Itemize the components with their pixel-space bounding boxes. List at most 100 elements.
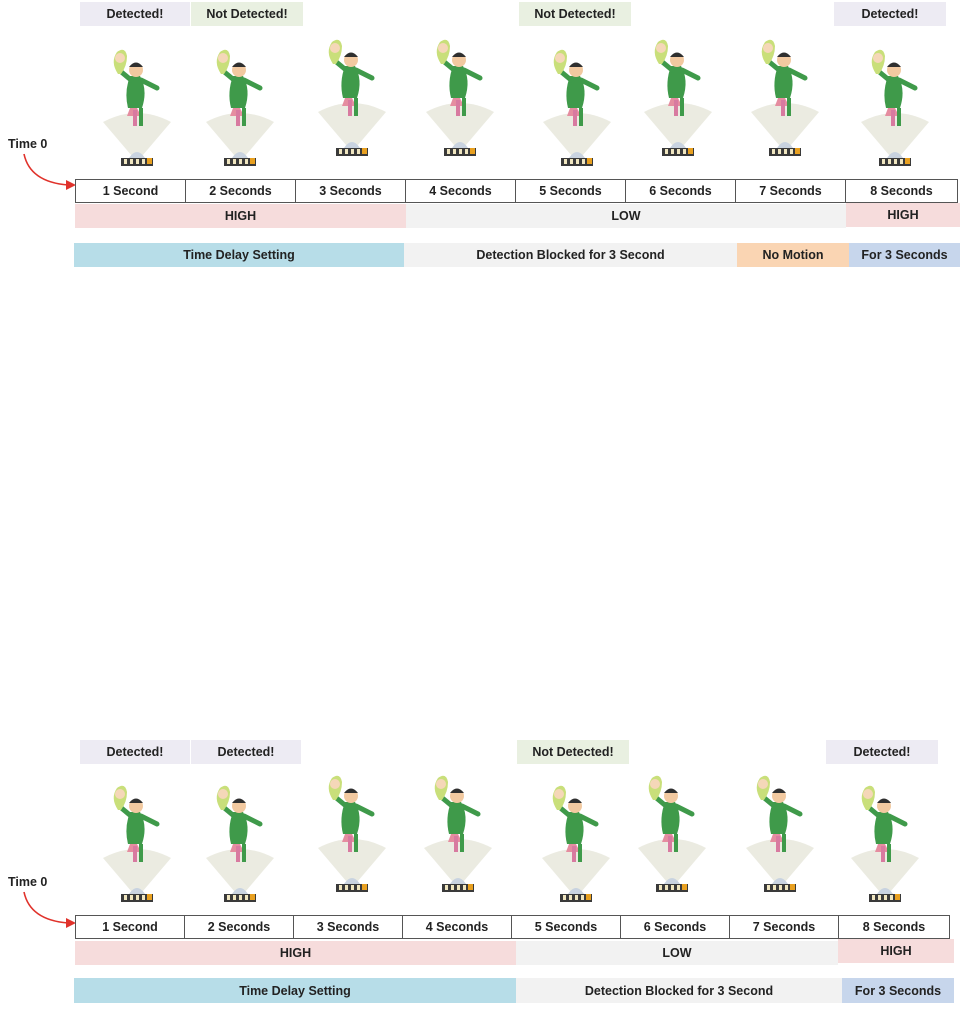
sensor-cone-icon <box>543 113 611 162</box>
sensor-cone-icon <box>746 839 814 888</box>
time-cell: 1 Second <box>75 179 186 203</box>
dancing-couple-icon <box>200 40 280 175</box>
signal-high: HIGH <box>75 204 406 228</box>
dancing-couple-icon <box>537 40 617 175</box>
sensor-cone-icon <box>206 113 274 162</box>
not-detected-label: Not Detected! <box>191 2 303 26</box>
dancing-couple-icon <box>418 766 498 901</box>
detected-label: Detected! <box>80 2 190 26</box>
detected-label: Detected! <box>80 740 190 764</box>
dancer-figures <box>113 785 160 862</box>
signal-high: HIGH <box>846 203 960 227</box>
pir-sensor-icon <box>869 888 901 902</box>
dancer-figures <box>216 49 263 126</box>
phase-time-delay-setting: Time Delay Setting <box>74 978 516 1003</box>
pir-sensor-icon <box>224 888 256 902</box>
dancer-figures <box>328 39 375 116</box>
dancer-figures <box>328 775 375 852</box>
detected-label: Detected! <box>826 740 938 764</box>
sensor-cone-icon <box>424 839 492 888</box>
sensor-cone-icon <box>542 849 610 898</box>
not-detected-label: Not Detected! <box>519 2 631 26</box>
sensor-cone-icon <box>318 103 386 152</box>
sensor-cone-icon <box>751 103 819 152</box>
phase-for-3-seconds: For 3 Seconds <box>849 243 960 267</box>
time-cell: 1 Second <box>75 915 185 939</box>
sensor-cone-icon <box>638 839 706 888</box>
timing-diagram-bottom: Detected! Detected! Not Detected! Detect… <box>0 736 961 1016</box>
dancing-couple-icon <box>845 776 925 911</box>
phase-time-delay-setting: Time Delay Setting <box>74 243 404 267</box>
dancer-figures <box>552 785 599 862</box>
time-zero-label: Time 0 <box>8 137 48 151</box>
pir-sensor-icon <box>656 878 688 892</box>
sensor-cone-icon <box>206 849 274 898</box>
pir-sensor-icon <box>224 152 256 166</box>
dancing-couple-icon <box>97 776 177 911</box>
time-cell: 8 Seconds <box>839 915 950 939</box>
time-cell: 7 Seconds <box>736 179 846 203</box>
dancer-figures <box>861 785 908 862</box>
time-cell: 2 Seconds <box>185 915 294 939</box>
sensor-cone-icon <box>103 113 171 162</box>
dancer-figures <box>216 785 263 862</box>
dancing-couple-icon <box>740 766 820 901</box>
dancing-couple-icon <box>638 30 718 165</box>
detected-label: Detected! <box>834 2 946 26</box>
time-cell: 3 Seconds <box>296 179 406 203</box>
time-zero-label: Time 0 <box>8 875 48 889</box>
time-cell: 7 Seconds <box>730 915 839 939</box>
pir-sensor-icon <box>444 142 476 156</box>
pir-sensor-icon <box>769 142 801 156</box>
dancing-couple-icon <box>312 30 392 165</box>
dancer-figures <box>648 775 695 852</box>
dancing-couple-icon <box>97 40 177 175</box>
pir-sensor-icon <box>764 878 796 892</box>
time-cell: 6 Seconds <box>621 915 730 939</box>
pir-sensor-icon <box>560 888 592 902</box>
red-arrow-icon <box>23 891 76 928</box>
dancing-couple-icon <box>745 30 825 165</box>
phase-detection-blocked: Detection Blocked for 3 Second <box>516 978 842 1003</box>
dancer-figures <box>434 775 481 852</box>
dancing-couple-icon <box>312 766 392 901</box>
dancer-figures <box>871 49 918 126</box>
sensor-cone-icon <box>426 103 494 152</box>
dancer-figures <box>761 39 808 116</box>
sensor-cone-icon <box>861 113 929 162</box>
pir-sensor-icon <box>121 152 153 166</box>
pir-sensor-icon <box>879 152 911 166</box>
phase-no-motion: No Motion <box>737 243 849 267</box>
time-cell: 2 Seconds <box>186 179 296 203</box>
sensor-cone-icon <box>103 849 171 898</box>
pir-sensor-icon <box>662 142 694 156</box>
dancer-figures <box>553 49 600 126</box>
signal-low: LOW <box>406 204 846 228</box>
pir-sensor-icon <box>561 152 593 166</box>
pir-sensor-icon <box>336 878 368 892</box>
red-arrow-icon <box>23 153 76 190</box>
sensor-cone-icon <box>318 839 386 888</box>
time-cell: 3 Seconds <box>294 915 403 939</box>
time-cell: 5 Seconds <box>516 179 626 203</box>
signal-low: LOW <box>516 941 838 965</box>
dancing-couple-icon <box>855 40 935 175</box>
detected-label: Detected! <box>191 740 301 764</box>
dancer-figures <box>436 39 483 116</box>
time-cell: 4 Seconds <box>406 179 516 203</box>
time-cell: 6 Seconds <box>626 179 736 203</box>
sensor-cone-icon <box>851 849 919 898</box>
phase-for-3-seconds: For 3 Seconds <box>842 978 954 1003</box>
dancing-couple-icon <box>536 776 616 911</box>
pir-sensor-icon <box>336 142 368 156</box>
dancing-couple-icon <box>420 30 500 165</box>
time-cell: 4 Seconds <box>403 915 512 939</box>
not-detected-label: Not Detected! <box>517 740 629 764</box>
signal-high: HIGH <box>75 941 516 965</box>
signal-high: HIGH <box>838 939 954 963</box>
dancer-figures <box>756 775 803 852</box>
sensor-cone-icon <box>644 103 712 152</box>
dancer-figures <box>654 39 701 116</box>
dancing-couple-icon <box>632 766 712 901</box>
pir-sensor-icon <box>442 878 474 892</box>
